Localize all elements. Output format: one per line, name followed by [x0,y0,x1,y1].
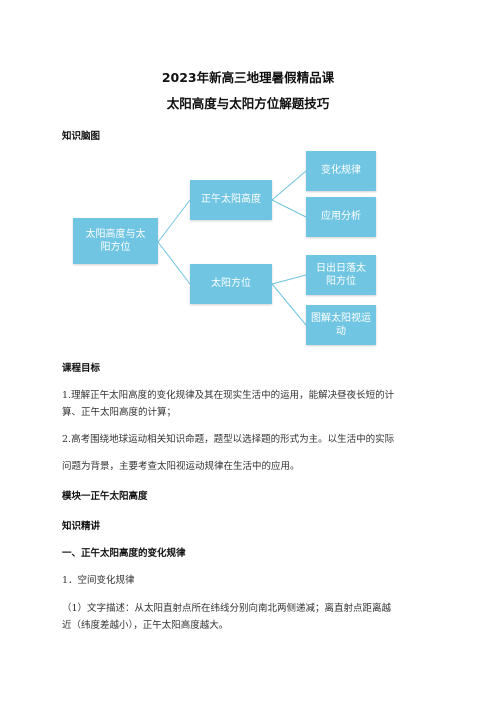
section-heading: 一、正午太阳高度的变化规律 [62,548,186,559]
mindmap-leaf-variation-pattern: 变化规律 [306,151,376,191]
connector-root-branch2 [157,241,191,285]
connector-branch2-child1 [271,274,307,285]
point-1-1-line-1: （1）文字描述：从太阳直射点所在纬线分别向南北两侧递减；离直射点距离越 [62,603,392,614]
goal-item-2-line-2: 问题为背景，主要考查太阳视运动规律在生活中的应用。 [62,461,300,472]
mindmap-leaf-sun-apparent-motion: 图解太阳视运动 [306,305,376,345]
mindmap-leaf-sunrise-sunset-azimuth: 日出日落太阳方位 [306,255,376,295]
document-subtitle: 太阳高度与太阳方位解题技巧 [166,96,330,111]
goal-item-2-line-1: 2.高考围绕地球运动相关知识命题，题型以选择题的形式为主。以生活中的实际 [62,434,395,445]
mindmap-leaf-application-analysis: 应用分析 [306,197,376,237]
mindmap-root-node: 太阳高度与太阳方位 [73,218,158,264]
module-heading: 模块一正午太阳高度 [62,491,148,502]
goals-heading: 课程目标 [62,363,101,374]
connector-branch2-child2 [271,283,307,326]
mindmap-heading: 知识脑图 [62,131,101,142]
mindmap-branch-noon-sun-height: 正午太阳高度 [190,180,272,220]
mindmap-branch-sun-azimuth: 太阳方位 [190,264,272,304]
goal-item-1-line-2: 算、正午太阳高度的计算； [62,407,177,418]
knowledge-heading: 知识精讲 [62,521,101,532]
point-1: 1．空间变化规律 [62,575,135,586]
goal-item-1-line-1: 1.理解正午太阳高度的变化规律及其在现实生活中的运用，能解决昼夜长短的计 [62,390,395,401]
point-1-1-line-2: 近（纬度差越小），正午太阳高度越大。 [62,620,229,631]
connector-root-branch1 [157,199,191,243]
connector-branch1-child1 [271,170,307,201]
connector-branch1-child2 [271,199,307,218]
document-title: 2023年新高三地理暑假精品课 [161,70,335,85]
